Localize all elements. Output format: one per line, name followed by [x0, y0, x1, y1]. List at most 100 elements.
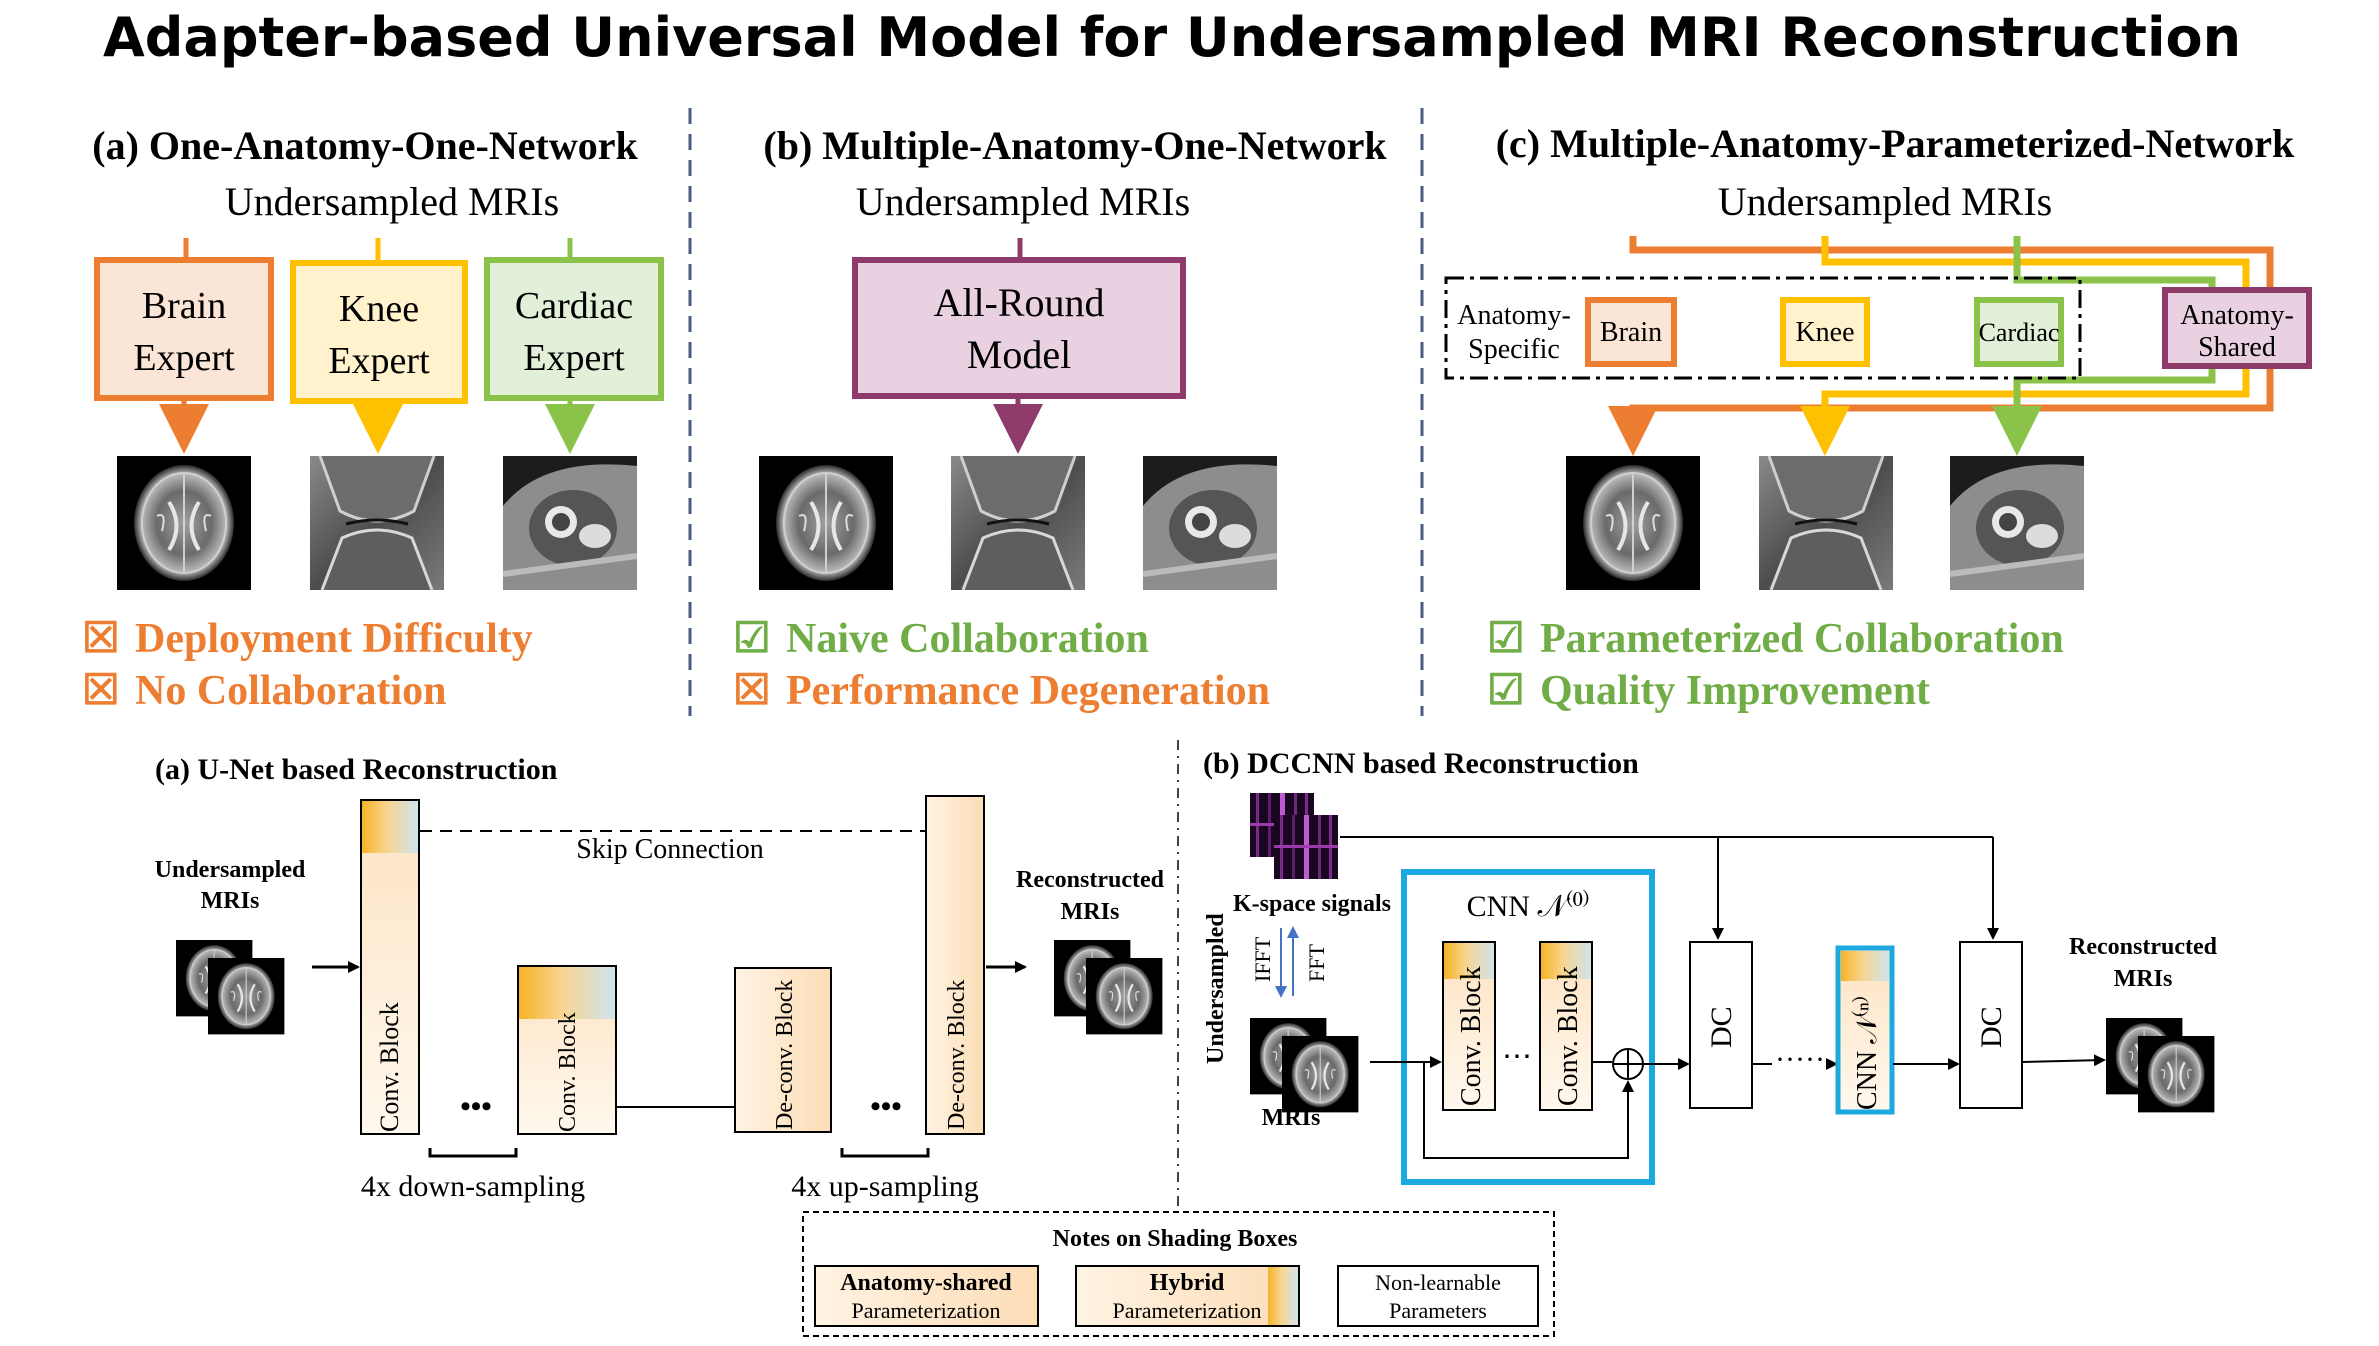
note-hybrid-shade	[1268, 1267, 1298, 1325]
note-hybrid-line1: Hybrid	[1150, 1270, 1225, 1296]
conv-block-1-label: Conv. Block	[375, 1002, 404, 1132]
brain-adapter	[1585, 297, 1677, 367]
unet-panel: (a) U-Net based Reconstruction Undersamp…	[155, 753, 1165, 1203]
status-b1-icon: ☑	[733, 616, 771, 662]
status-a1-text: Deployment Difficulty	[135, 616, 533, 662]
panel-a-heading: (a) One-Anatomy-One-Network	[92, 123, 638, 168]
knee-adapter	[1780, 297, 1870, 367]
deconv-block-2	[925, 795, 985, 1135]
unet-heading: (a) U-Net based Reconstruction	[155, 753, 558, 786]
knee-adapter-label: Knee	[1795, 317, 1854, 348]
panel-a-input-label: Undersampled MRIs	[225, 179, 559, 224]
note-hybrid-line2: Parameterization	[1112, 1298, 1261, 1323]
conv-block-2-label: Conv. Block	[555, 1012, 581, 1132]
residual-path	[1423, 1062, 1634, 1159]
status-b2-icon: ☒	[733, 668, 771, 714]
panel-c-input-label: Undersampled MRIs	[1718, 179, 2052, 224]
knee-expert-line1: Knee	[339, 288, 419, 330]
up-brace	[840, 1148, 930, 1158]
note-non-learnable-line2: Parameters	[1389, 1298, 1487, 1323]
status-c1-icon: ☑	[1487, 616, 1525, 662]
dc-block-2	[1959, 941, 2023, 1109]
cnn-n-label: CNN 𝒩⁽ⁿ⁾	[1851, 996, 1883, 1110]
note-anatomy-shared-box	[814, 1265, 1039, 1327]
brain-adapter-label: Brain	[1600, 317, 1662, 348]
cnn-n-hybrid	[1841, 951, 1889, 981]
brain-mri-image	[115, 454, 253, 592]
knee-expert-box	[290, 260, 468, 404]
kspace-label: K-space signals	[1233, 891, 1391, 917]
panel-b: (b) Multiple-Anatomy-One-Network Undersa…	[733, 123, 1387, 714]
cardiac-expert-box	[484, 257, 664, 401]
conv-block-1-hybrid	[362, 801, 418, 853]
status-a1-icon: ☒	[82, 616, 120, 662]
cardiac-mri-image	[503, 456, 637, 590]
status-c1-text: Parameterized Collaboration	[1540, 616, 2064, 662]
all-round-model-box	[852, 257, 1186, 399]
brain-mri-image	[757, 454, 895, 592]
status-b2-text: Performance Degeneration	[786, 668, 1270, 714]
dccnn-output-line2: MRIs	[2114, 966, 2173, 992]
unet-input-images	[174, 938, 286, 1036]
knee-mri-image	[1757, 454, 1895, 592]
panel-b-input-label: Undersampled MRIs	[856, 179, 1190, 224]
dccnn-output-arrow	[2021, 1054, 2106, 1067]
conv-block-1	[360, 799, 420, 1135]
notes-panel: Notes on Shading Boxes Anatomy-shared Pa…	[802, 1211, 1555, 1337]
status-c2-icon: ☑	[1487, 668, 1525, 714]
status-c2-text: Quality Improvement	[1540, 668, 1930, 714]
shared-label-line1: Anatomy-	[2180, 300, 2294, 331]
note-anatomy-shared-line1: Anatomy-shared	[840, 1270, 1012, 1296]
note-hybrid-box	[1075, 1265, 1300, 1327]
cardiac-expert-line1: Cardiac	[515, 285, 633, 327]
dccnn-panel: (b) DCCNN based Reconstruction K-space s…	[1203, 747, 2218, 1185]
up-sampling-label: 4x up-sampling	[791, 1170, 979, 1203]
panel-c: (c) Multiple-Anatomy-Parameterized-Netwo…	[1444, 121, 2312, 714]
unet-output-line1: Reconstructed	[1016, 867, 1165, 893]
down-ellipsis: •••	[460, 1090, 492, 1123]
knee-mri-image	[949, 454, 1087, 592]
status-b1-text: Naive Collaboration	[786, 616, 1149, 662]
specific-label-line1: Anatomy-	[1457, 300, 1571, 331]
skip-connection-label: Skip Connection	[576, 834, 763, 865]
cardiac-expert-line2: Expert	[523, 337, 625, 379]
down-brace	[428, 1148, 518, 1158]
unet-output-images	[1052, 938, 1164, 1036]
panel-c-heading: (c) Multiple-Anatomy-Parameterized-Netwo…	[1496, 121, 2295, 166]
cnn0-dots: ⋯	[1502, 1040, 1532, 1073]
cnn0-label: CNN 𝒩⁽⁰⁾	[1467, 889, 1590, 923]
brain-expert-line2: Expert	[133, 337, 235, 379]
notes-frame	[802, 1211, 1555, 1337]
chain-dots: ·····	[1775, 1043, 1825, 1076]
cardiac-mri-image	[1143, 456, 1277, 590]
up-ellipsis: •••	[870, 1090, 902, 1123]
shared-label-line2: Shared	[2198, 332, 2276, 363]
model-line1: All-Round	[933, 280, 1104, 325]
deconv-block-2-label: De-conv. Block	[944, 980, 970, 1130]
specific-label-line2: Specific	[1468, 334, 1560, 365]
dccnn-output-line1: Reconstructed	[2069, 934, 2218, 960]
down-sampling-label: 4x down-sampling	[361, 1170, 585, 1203]
dccnn-output-images	[2104, 1016, 2216, 1114]
cnn0-conv-block-2-label: Conv. Block	[1553, 966, 1584, 1106]
unet-input-line1: Undersampled	[155, 857, 306, 883]
panel-a: (a) One-Anatomy-One-Network Undersampled…	[82, 123, 664, 714]
kspace-images	[1250, 793, 1338, 879]
figure-title: Adapter-based Universal Model for Unders…	[103, 6, 2241, 69]
dc-block-2-label: DC	[1975, 1006, 2008, 1048]
deconv-block-1	[734, 967, 832, 1133]
note-anatomy-shared-line2: Parameterization	[851, 1298, 1000, 1323]
dccnn-mris-label: MRIs	[1262, 1105, 1321, 1131]
cardiac-adapter-label: Cardiac	[1979, 318, 2060, 347]
unet-input-line2: MRIs	[201, 888, 260, 914]
cnn0-conv-block-2-hybrid	[1541, 943, 1591, 979]
note-non-learnable-box	[1337, 1265, 1539, 1327]
model-line2: Model	[967, 332, 1071, 377]
anatomy-specific-group	[1444, 276, 2082, 380]
cnn0-box[interactable]	[1401, 869, 1655, 1185]
dccnn-heading: (b) DCCNN based Reconstruction	[1203, 747, 1639, 780]
cardiac-mri-image	[1950, 456, 2084, 590]
brain-expert-line1: Brain	[142, 285, 226, 327]
